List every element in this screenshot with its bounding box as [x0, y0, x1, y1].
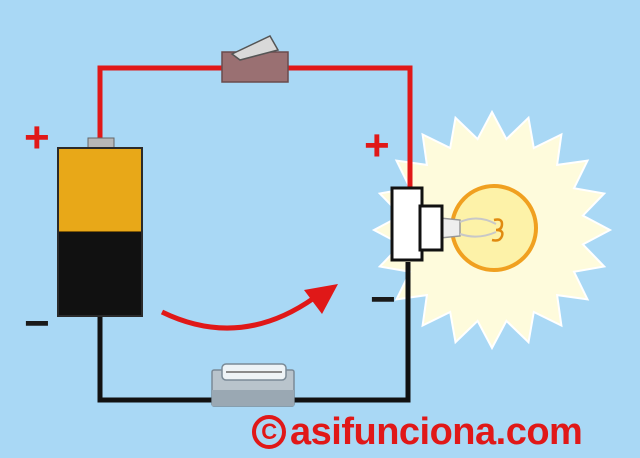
watermark: C asifunciona.com	[252, 408, 636, 456]
bulb-positive-label: +	[364, 121, 390, 170]
current-arrow-icon	[160, 284, 338, 331]
battery-positive-label: +	[24, 113, 50, 162]
fuse-icon	[211, 363, 295, 407]
lamp-icon	[390, 184, 538, 272]
copyright-icon: C	[252, 415, 286, 449]
watermark-text: asifunciona.com	[290, 410, 583, 453]
switch-icon	[221, 35, 289, 83]
battery-negative-label: −	[24, 299, 50, 348]
bulb-negative-label: −	[370, 275, 396, 324]
battery-icon	[57, 137, 143, 317]
